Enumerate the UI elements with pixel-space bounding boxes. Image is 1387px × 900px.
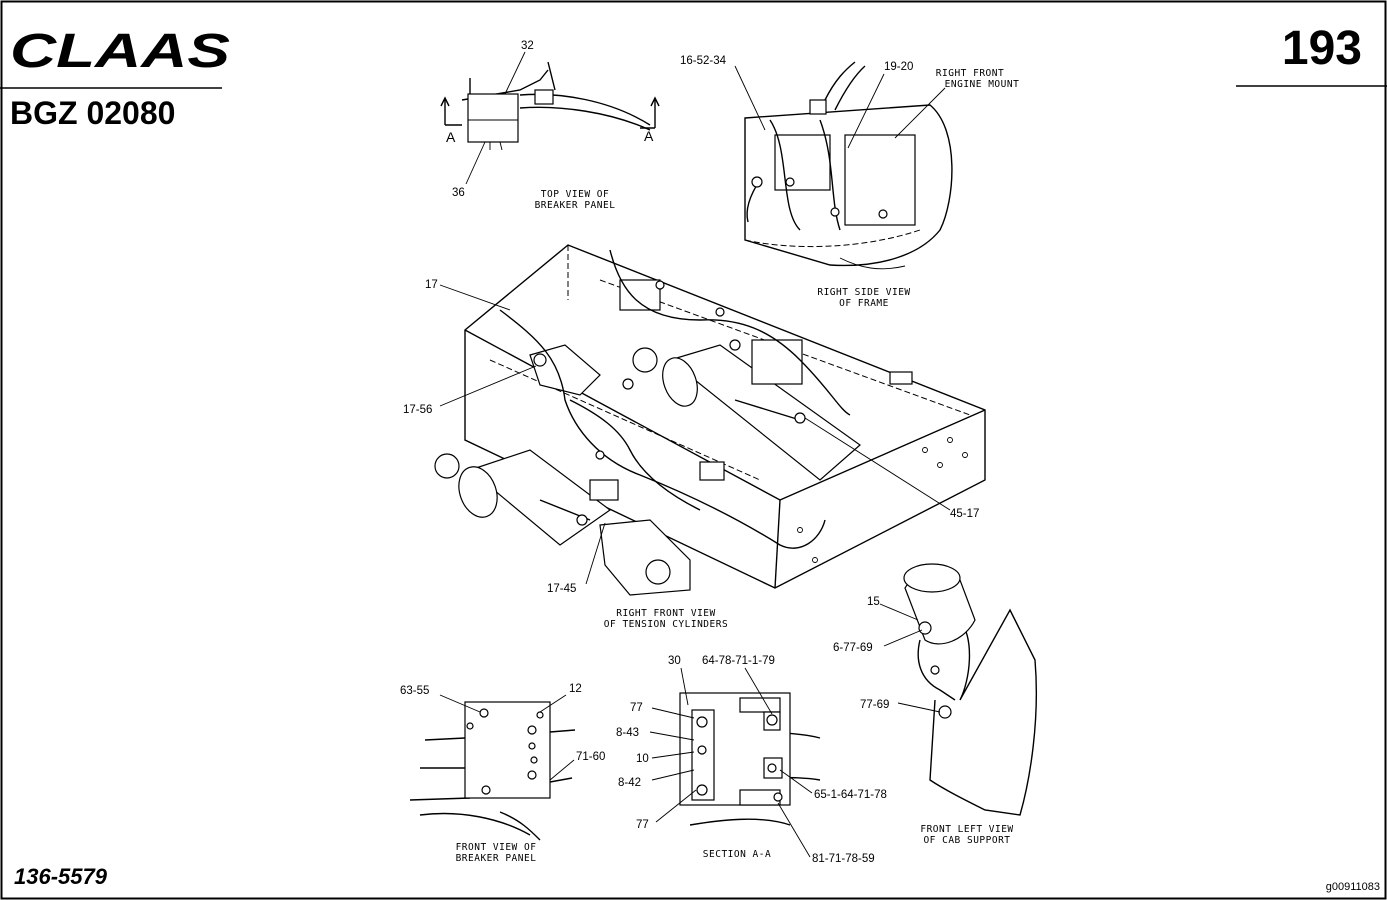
callout-10: 10 (636, 753, 649, 765)
caption-main-2: OF TENSION CYLINDERS (604, 619, 728, 630)
caption-cab-support-2: OF CAB SUPPORT (923, 835, 1010, 846)
figure-id: g00911083 (1326, 881, 1380, 893)
caption-section-aa: SECTION A-A (703, 849, 771, 860)
doc-code: BGZ 02080 (10, 95, 175, 131)
callout-8-42: 8-42 (618, 777, 641, 789)
callout-19-20: 19-20 (884, 61, 913, 73)
caption-main-1: RIGHT FRONT VIEW (616, 608, 716, 619)
view-right-side-frame: 16-52-34 19-20 RIGHT FRONT ENGINE MOUNT … (680, 55, 1019, 309)
view-cab-support: 15 6-77-69 77-69 FRONT LEFT VIEW OF CAB … (833, 563, 1037, 846)
callout-6-77-69: 6-77-69 (833, 642, 873, 654)
callout-77-69: 77-69 (860, 699, 889, 711)
callout-36: 36 (452, 187, 465, 199)
callout-32: 32 (521, 40, 534, 52)
callout-77-top: 77 (630, 702, 643, 714)
view-front-breaker-panel: 63-55 12 71-60 FRONT VIEW OF BREAKER PAN… (400, 683, 605, 864)
callout-77-bottom: 77 (636, 819, 649, 831)
caption-right-side-2: OF FRAME (839, 298, 889, 309)
callout-16-52-34: 16-52-34 (680, 55, 727, 67)
callout-17: 17 (425, 279, 438, 291)
callout-8-43: 8-43 (616, 727, 639, 739)
caption-front-breaker-1: FRONT VIEW OF (456, 842, 537, 853)
callout-81-71-78-59: 81-71-78-59 (812, 853, 875, 865)
part-number: 136-5579 (14, 864, 108, 889)
section-mark-left: A (446, 129, 456, 145)
callout-64-78-71-1-79: 64-78-71-1-79 (702, 655, 775, 667)
caption-cab-support-1: FRONT LEFT VIEW (920, 824, 1013, 835)
view-main-tension-cylinders: 17 17-56 45-17 17-45 RIGHT FRONT VIEW OF… (403, 244, 986, 630)
caption-front-breaker-2: BREAKER PANEL (456, 853, 537, 864)
caption-top-breaker-1: TOP VIEW OF (541, 189, 609, 200)
section-mark-right: A (644, 128, 654, 144)
note-engine-mount-1: RIGHT FRONT (936, 68, 1004, 79)
callout-65-1-64-71-78: 65-1-64-71-78 (814, 789, 887, 801)
page-number: 193 (1282, 22, 1362, 75)
caption-right-side-1: RIGHT SIDE VIEW (817, 287, 910, 298)
callout-12: 12 (569, 683, 582, 695)
brand-logo: CLAAS (10, 25, 230, 78)
callout-71-60: 71-60 (576, 751, 605, 763)
callout-15: 15 (867, 596, 880, 608)
callout-45-17: 45-17 (950, 508, 979, 520)
view-section-aa: 30 64-78-71-1-79 77 8-43 10 8-42 77 65-1… (616, 655, 887, 865)
callout-17-45: 17-45 (547, 583, 576, 595)
caption-top-breaker-2: BREAKER PANEL (535, 200, 616, 211)
note-engine-mount-2: ENGINE MOUNT (945, 79, 1020, 90)
view-top-breaker-panel: A A 32 36 TOP VIEW OF BREAKER PANEL (440, 40, 660, 211)
callout-63-55: 63-55 (400, 685, 429, 697)
callout-30: 30 (668, 655, 681, 667)
callout-17-56: 17-56 (403, 404, 432, 416)
